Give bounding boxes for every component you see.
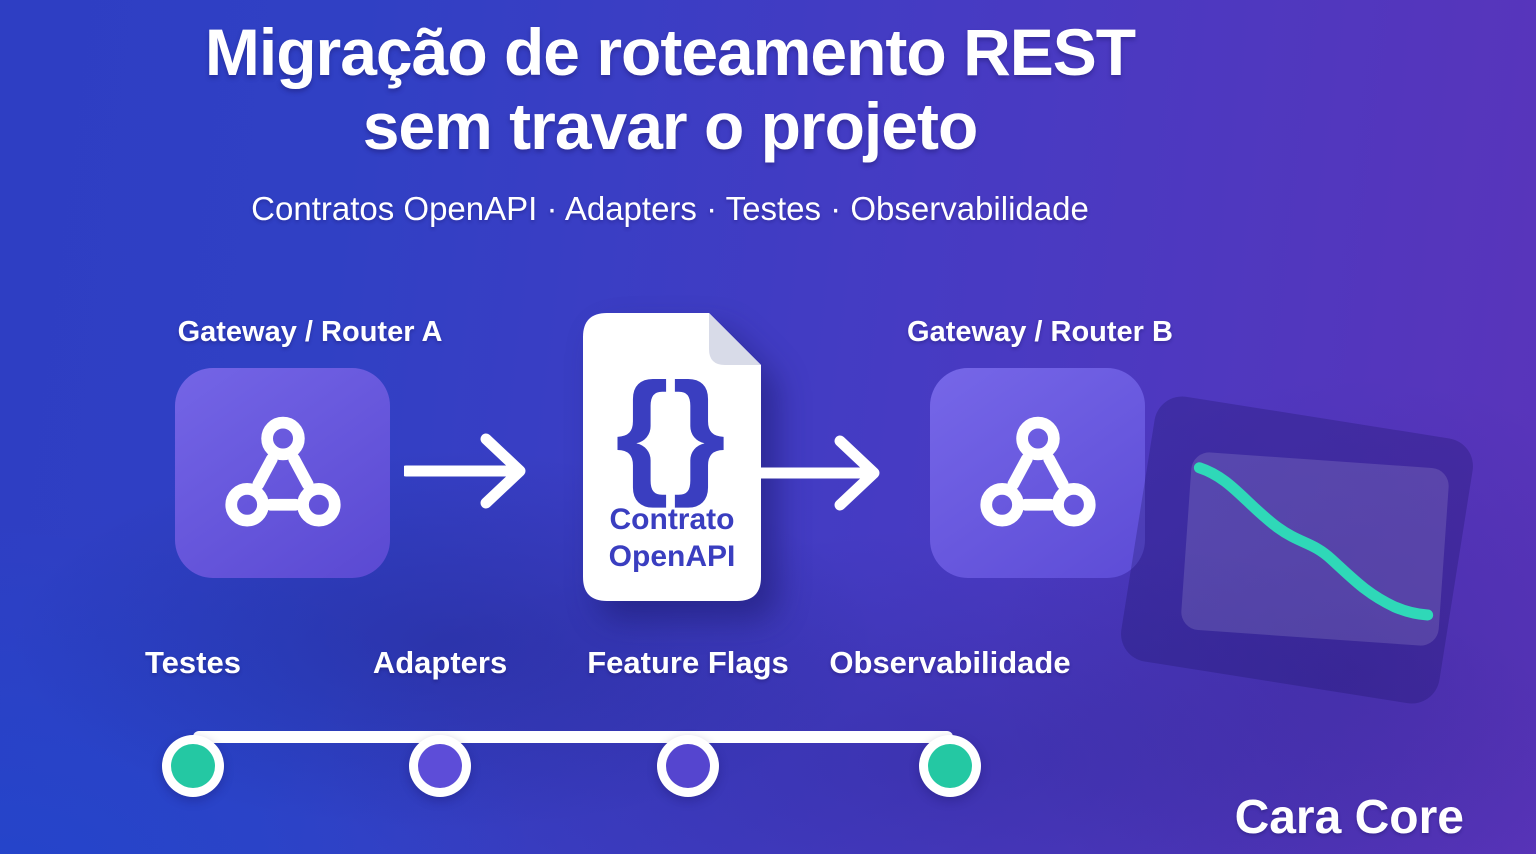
milestone-dot: [919, 735, 981, 797]
header: Migração de roteamento REST sem travar o…: [0, 15, 1340, 228]
network-icon: [979, 416, 1096, 527]
page-title: Migração de roteamento REST sem travar o…: [0, 15, 1340, 164]
milestone-dot: [657, 735, 719, 797]
contract-label: Contrato OpenAPI: [583, 501, 761, 575]
right-arrow-icon: [758, 435, 880, 511]
openapi-contract-card: {} Contrato OpenAPI: [583, 313, 761, 601]
title-line-2: sem travar o projeto: [362, 88, 979, 163]
gateway-a-label: Gateway / Router A: [177, 316, 443, 348]
milestone-label: Feature Flags: [587, 645, 789, 680]
milestone-dot-fill: [418, 744, 462, 788]
milestone-dot-fill: [666, 744, 710, 788]
latency-chart: [1117, 392, 1488, 708]
contract-label-line-2: OpenAPI: [608, 540, 736, 573]
milestone-dot: [162, 735, 224, 797]
timeline-track: [193, 731, 953, 743]
folded-corner: [709, 313, 761, 365]
gateway-b-box: [930, 368, 1145, 578]
latency-line: [1193, 462, 1434, 621]
milestone-label: Observabilidade: [829, 645, 1071, 680]
network-icon: [224, 416, 341, 527]
chart-panel: [1180, 451, 1450, 647]
milestone-dot: [409, 735, 471, 797]
milestone-label: Adapters: [372, 645, 508, 680]
gateway-b-label: Gateway / Router B: [907, 316, 1173, 348]
gateway-a-box: [175, 368, 390, 578]
milestone-label: Testes: [145, 645, 241, 680]
milestone-dot-fill: [171, 744, 215, 788]
contract-label-line-1: Contrato: [609, 503, 735, 536]
milestone-dot-fill: [928, 744, 972, 788]
braces-glyph: {}: [615, 355, 729, 509]
document-icon: [583, 313, 761, 601]
title-line-1: Migração de roteamento REST: [204, 15, 1136, 89]
right-arrow-icon: [404, 433, 526, 509]
subtitle: Contratos OpenAPI · Adapters · Testes · …: [251, 189, 1089, 227]
latency-sparkline: [1193, 462, 1434, 621]
brand-logo: Cara Core: [1234, 791, 1464, 844]
